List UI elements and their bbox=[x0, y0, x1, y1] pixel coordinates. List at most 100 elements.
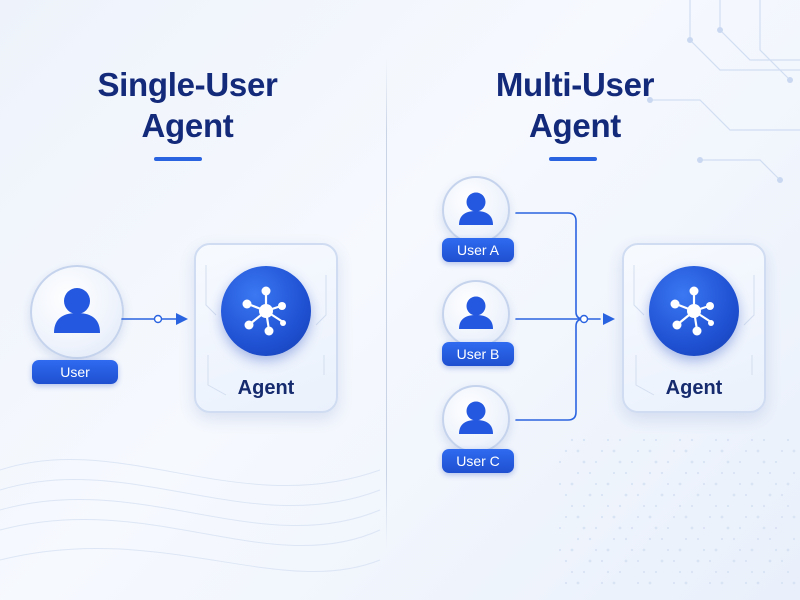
user-silhouette-icon bbox=[459, 192, 493, 225]
decorative-dot bbox=[714, 504, 718, 508]
decorative-dot bbox=[576, 471, 580, 475]
multi-agent-label: Agent bbox=[665, 377, 723, 399]
decorative-dot bbox=[690, 570, 694, 574]
decorative-dot bbox=[684, 449, 688, 453]
single-user-title: Single-User Agent bbox=[40, 64, 335, 146]
decorative-dot bbox=[732, 493, 736, 497]
decorative-dot bbox=[774, 526, 778, 530]
decorative-dot bbox=[612, 449, 616, 453]
decorative-dot bbox=[582, 460, 586, 464]
decorative-dot bbox=[738, 526, 742, 530]
decorative-dot bbox=[726, 504, 730, 508]
multi-user-title-underline bbox=[549, 157, 597, 161]
decorative-dot bbox=[702, 482, 706, 486]
decorative-dot bbox=[678, 570, 682, 574]
decorative-dot bbox=[612, 537, 616, 541]
decorative-dot bbox=[618, 526, 622, 530]
decorative-dot bbox=[564, 581, 568, 585]
decorative-dot bbox=[564, 449, 568, 453]
decorative-dot bbox=[672, 581, 676, 585]
decorative-dot bbox=[594, 548, 598, 552]
single-agent-icon bbox=[221, 266, 311, 356]
user-silhouette-icon bbox=[54, 288, 100, 333]
decorative-dot bbox=[672, 515, 676, 519]
decorative-dot bbox=[708, 515, 712, 519]
decorative-dot bbox=[606, 438, 610, 442]
decorative-dot bbox=[750, 482, 754, 486]
user-silhouette-icon bbox=[459, 296, 493, 329]
decorative-dot bbox=[582, 438, 586, 442]
decorative-dot bbox=[636, 493, 640, 497]
decorative-dot bbox=[678, 548, 682, 552]
decorative-dot bbox=[780, 581, 784, 585]
decorative-dot bbox=[786, 504, 790, 508]
decorative-dot bbox=[792, 537, 796, 541]
multi-agent-card: Agent bbox=[622, 243, 766, 413]
decorative-dot bbox=[612, 581, 616, 585]
decorative-dot bbox=[642, 482, 646, 486]
decorative-dot bbox=[594, 526, 598, 530]
multi-agent-icon bbox=[649, 266, 739, 356]
decorative-dot bbox=[690, 526, 694, 530]
decorative-dot bbox=[570, 570, 574, 574]
decorative-dot bbox=[624, 471, 628, 475]
decorative-dot bbox=[720, 537, 724, 541]
decorative-dot bbox=[636, 515, 640, 519]
decorative-dot bbox=[636, 449, 640, 453]
user-b-label-pill: User B bbox=[442, 342, 514, 366]
decorative-dot bbox=[564, 559, 568, 563]
decorative-dot bbox=[786, 570, 790, 574]
multi-user-title-line2: Agent bbox=[529, 107, 621, 144]
decorative-dot bbox=[666, 526, 670, 530]
decorative-dot bbox=[594, 482, 598, 486]
single-user-title-line1: Single-User bbox=[97, 66, 278, 103]
decorative-dot bbox=[738, 548, 742, 552]
decorative-dot bbox=[588, 493, 592, 497]
decorative-dot bbox=[666, 460, 670, 464]
user-a-label-pill: User A bbox=[442, 238, 514, 262]
section-divider bbox=[386, 58, 387, 548]
decorative-dot bbox=[726, 460, 730, 464]
user-c-label-pill: User C bbox=[442, 449, 514, 473]
single-agent-label: Agent bbox=[237, 377, 295, 399]
decorative-dot bbox=[612, 515, 616, 519]
decorative-dot bbox=[690, 438, 694, 442]
network-nodes-icon bbox=[670, 286, 714, 336]
decorative-dot bbox=[756, 515, 760, 519]
decorative-dot bbox=[600, 515, 604, 519]
decorative-dot bbox=[750, 548, 754, 552]
decorative-dot bbox=[570, 504, 574, 508]
decorative-dot bbox=[654, 504, 658, 508]
user-silhouette-icon bbox=[459, 401, 493, 434]
decorative-dot bbox=[606, 482, 610, 486]
decorative-dot bbox=[720, 581, 724, 585]
decorative-dot bbox=[606, 570, 610, 574]
decorative-dot bbox=[654, 460, 658, 464]
decorative-dot bbox=[720, 515, 724, 519]
decorative-dot bbox=[714, 482, 718, 486]
decorative-dot bbox=[642, 438, 646, 442]
decorative-dot bbox=[702, 526, 706, 530]
decorative-dot bbox=[726, 570, 730, 574]
decorative-dot bbox=[558, 548, 562, 552]
decorative-dot bbox=[732, 537, 736, 541]
decorative-dot bbox=[648, 537, 652, 541]
decorative-dot bbox=[618, 504, 622, 508]
circuit-decoration bbox=[205, 265, 327, 396]
decorative-dot bbox=[774, 548, 778, 552]
decorative-dot bbox=[660, 559, 664, 563]
decorative-dot bbox=[696, 559, 700, 563]
decorative-dot bbox=[750, 504, 754, 508]
decorative-dot bbox=[714, 548, 718, 552]
decorative-dot bbox=[726, 438, 730, 442]
decorative-dot bbox=[648, 449, 652, 453]
decorative-dot bbox=[684, 581, 688, 585]
decorative-dot bbox=[786, 548, 790, 552]
decorative-dot bbox=[672, 449, 676, 453]
decorative-dot bbox=[750, 570, 754, 574]
decorative-dot bbox=[708, 493, 712, 497]
decorative-dot bbox=[708, 581, 712, 585]
decorative-dot bbox=[654, 570, 658, 574]
single-user-label-pill: User bbox=[32, 360, 118, 384]
decorative-dot bbox=[660, 493, 664, 497]
